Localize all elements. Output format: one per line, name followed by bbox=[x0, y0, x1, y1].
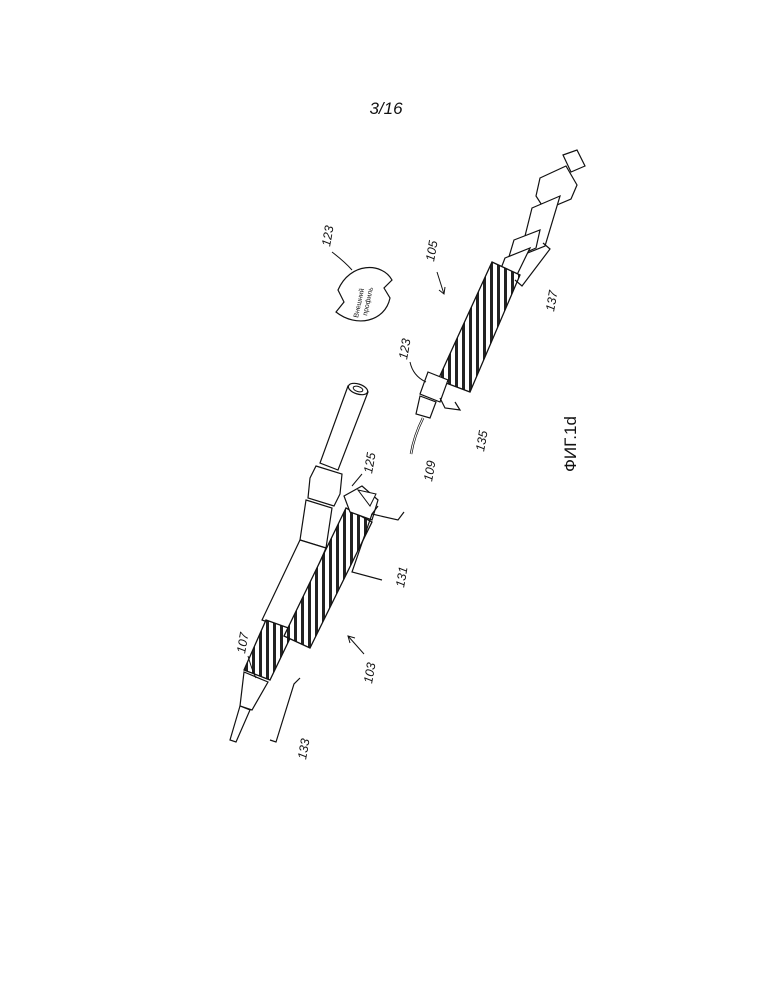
ref-123: 123 bbox=[396, 338, 413, 361]
figure-label: ФИГ.1d bbox=[561, 416, 580, 472]
device-105 bbox=[411, 150, 585, 454]
ref-107: 107 bbox=[234, 631, 252, 655]
bracket-133 bbox=[270, 678, 300, 742]
ref-125: 125 bbox=[361, 452, 378, 475]
ref-105: 105 bbox=[423, 240, 440, 263]
ref-131: 131 bbox=[393, 566, 410, 589]
ref-137: 137 bbox=[543, 289, 561, 313]
ref-103: 103 bbox=[361, 662, 378, 685]
ref-133: 133 bbox=[295, 738, 312, 761]
ref-135: 135 bbox=[473, 430, 490, 453]
ref-109: 109 bbox=[421, 460, 438, 483]
outer-profile-inset: Внешний профиль 123 bbox=[319, 225, 392, 321]
bracket-131 bbox=[372, 506, 404, 520]
ref-123-inset: 123 bbox=[319, 225, 336, 248]
bracket-135 bbox=[440, 398, 460, 410]
